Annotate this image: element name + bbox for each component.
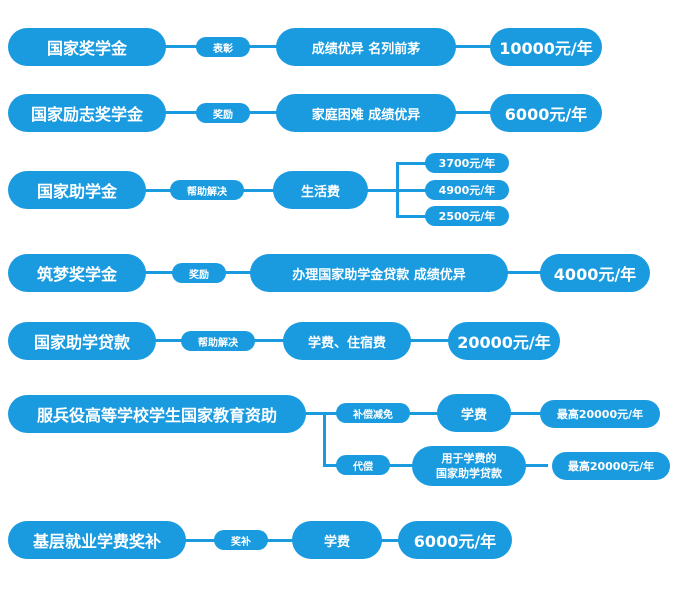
relation-label: 补偿减免 [336, 403, 410, 423]
connector-line [396, 162, 426, 165]
target-node: 学费、住宿费 [283, 322, 411, 360]
target-node: 学费 [292, 521, 382, 559]
relation-label: 奖励 [196, 103, 250, 123]
target-node: 家庭困难 成绩优异 [276, 94, 456, 132]
target-node: 用于学费的 国家助学贷款 [412, 446, 526, 486]
amount-node: 3700元/年 [425, 153, 509, 173]
target-node: 学费 [437, 394, 511, 432]
relation-label: 奖励 [172, 263, 226, 283]
amount-node: 4900元/年 [425, 180, 509, 200]
amount-node: 6000元/年 [490, 94, 602, 132]
amount-node: 4000元/年 [540, 254, 650, 292]
amount-node: 6000元/年 [398, 521, 512, 559]
program-node: 服兵役高等学校学生国家教育资助 [8, 395, 306, 433]
relation-label: 表彰 [196, 37, 250, 57]
target-node: 成绩优异 名列前茅 [276, 28, 456, 66]
program-node: 国家奖学金 [8, 28, 166, 66]
amount-node: 最高20000元/年 [540, 400, 660, 428]
connector-line [396, 215, 426, 218]
connector-line [323, 412, 326, 466]
amount-node: 10000元/年 [490, 28, 602, 66]
amount-node: 最高20000元/年 [552, 452, 670, 480]
amount-node: 20000元/年 [448, 322, 560, 360]
program-node: 筑梦奖学金 [8, 254, 146, 292]
relation-label: 代偿 [336, 455, 390, 475]
target-node: 生活费 [273, 171, 368, 209]
target-line: 国家助学贷款 [436, 467, 502, 480]
target-node: 办理国家助学金贷款 成绩优异 [250, 254, 508, 292]
connector-line [396, 189, 426, 192]
relation-label: 帮助解决 [181, 331, 255, 351]
connector-line [180, 539, 400, 542]
program-node: 基层就业学费奖补 [8, 521, 186, 559]
program-node: 国家励志奖学金 [8, 94, 166, 132]
connector-line [367, 189, 397, 192]
connector-line [305, 412, 545, 415]
target-line: 用于学费的 [441, 452, 497, 465]
relation-label: 奖补 [214, 530, 268, 550]
relation-label: 帮助解决 [170, 180, 244, 200]
amount-node: 2500元/年 [425, 206, 509, 226]
program-node: 国家助学贷款 [8, 322, 156, 360]
program-node: 国家助学金 [8, 171, 146, 209]
